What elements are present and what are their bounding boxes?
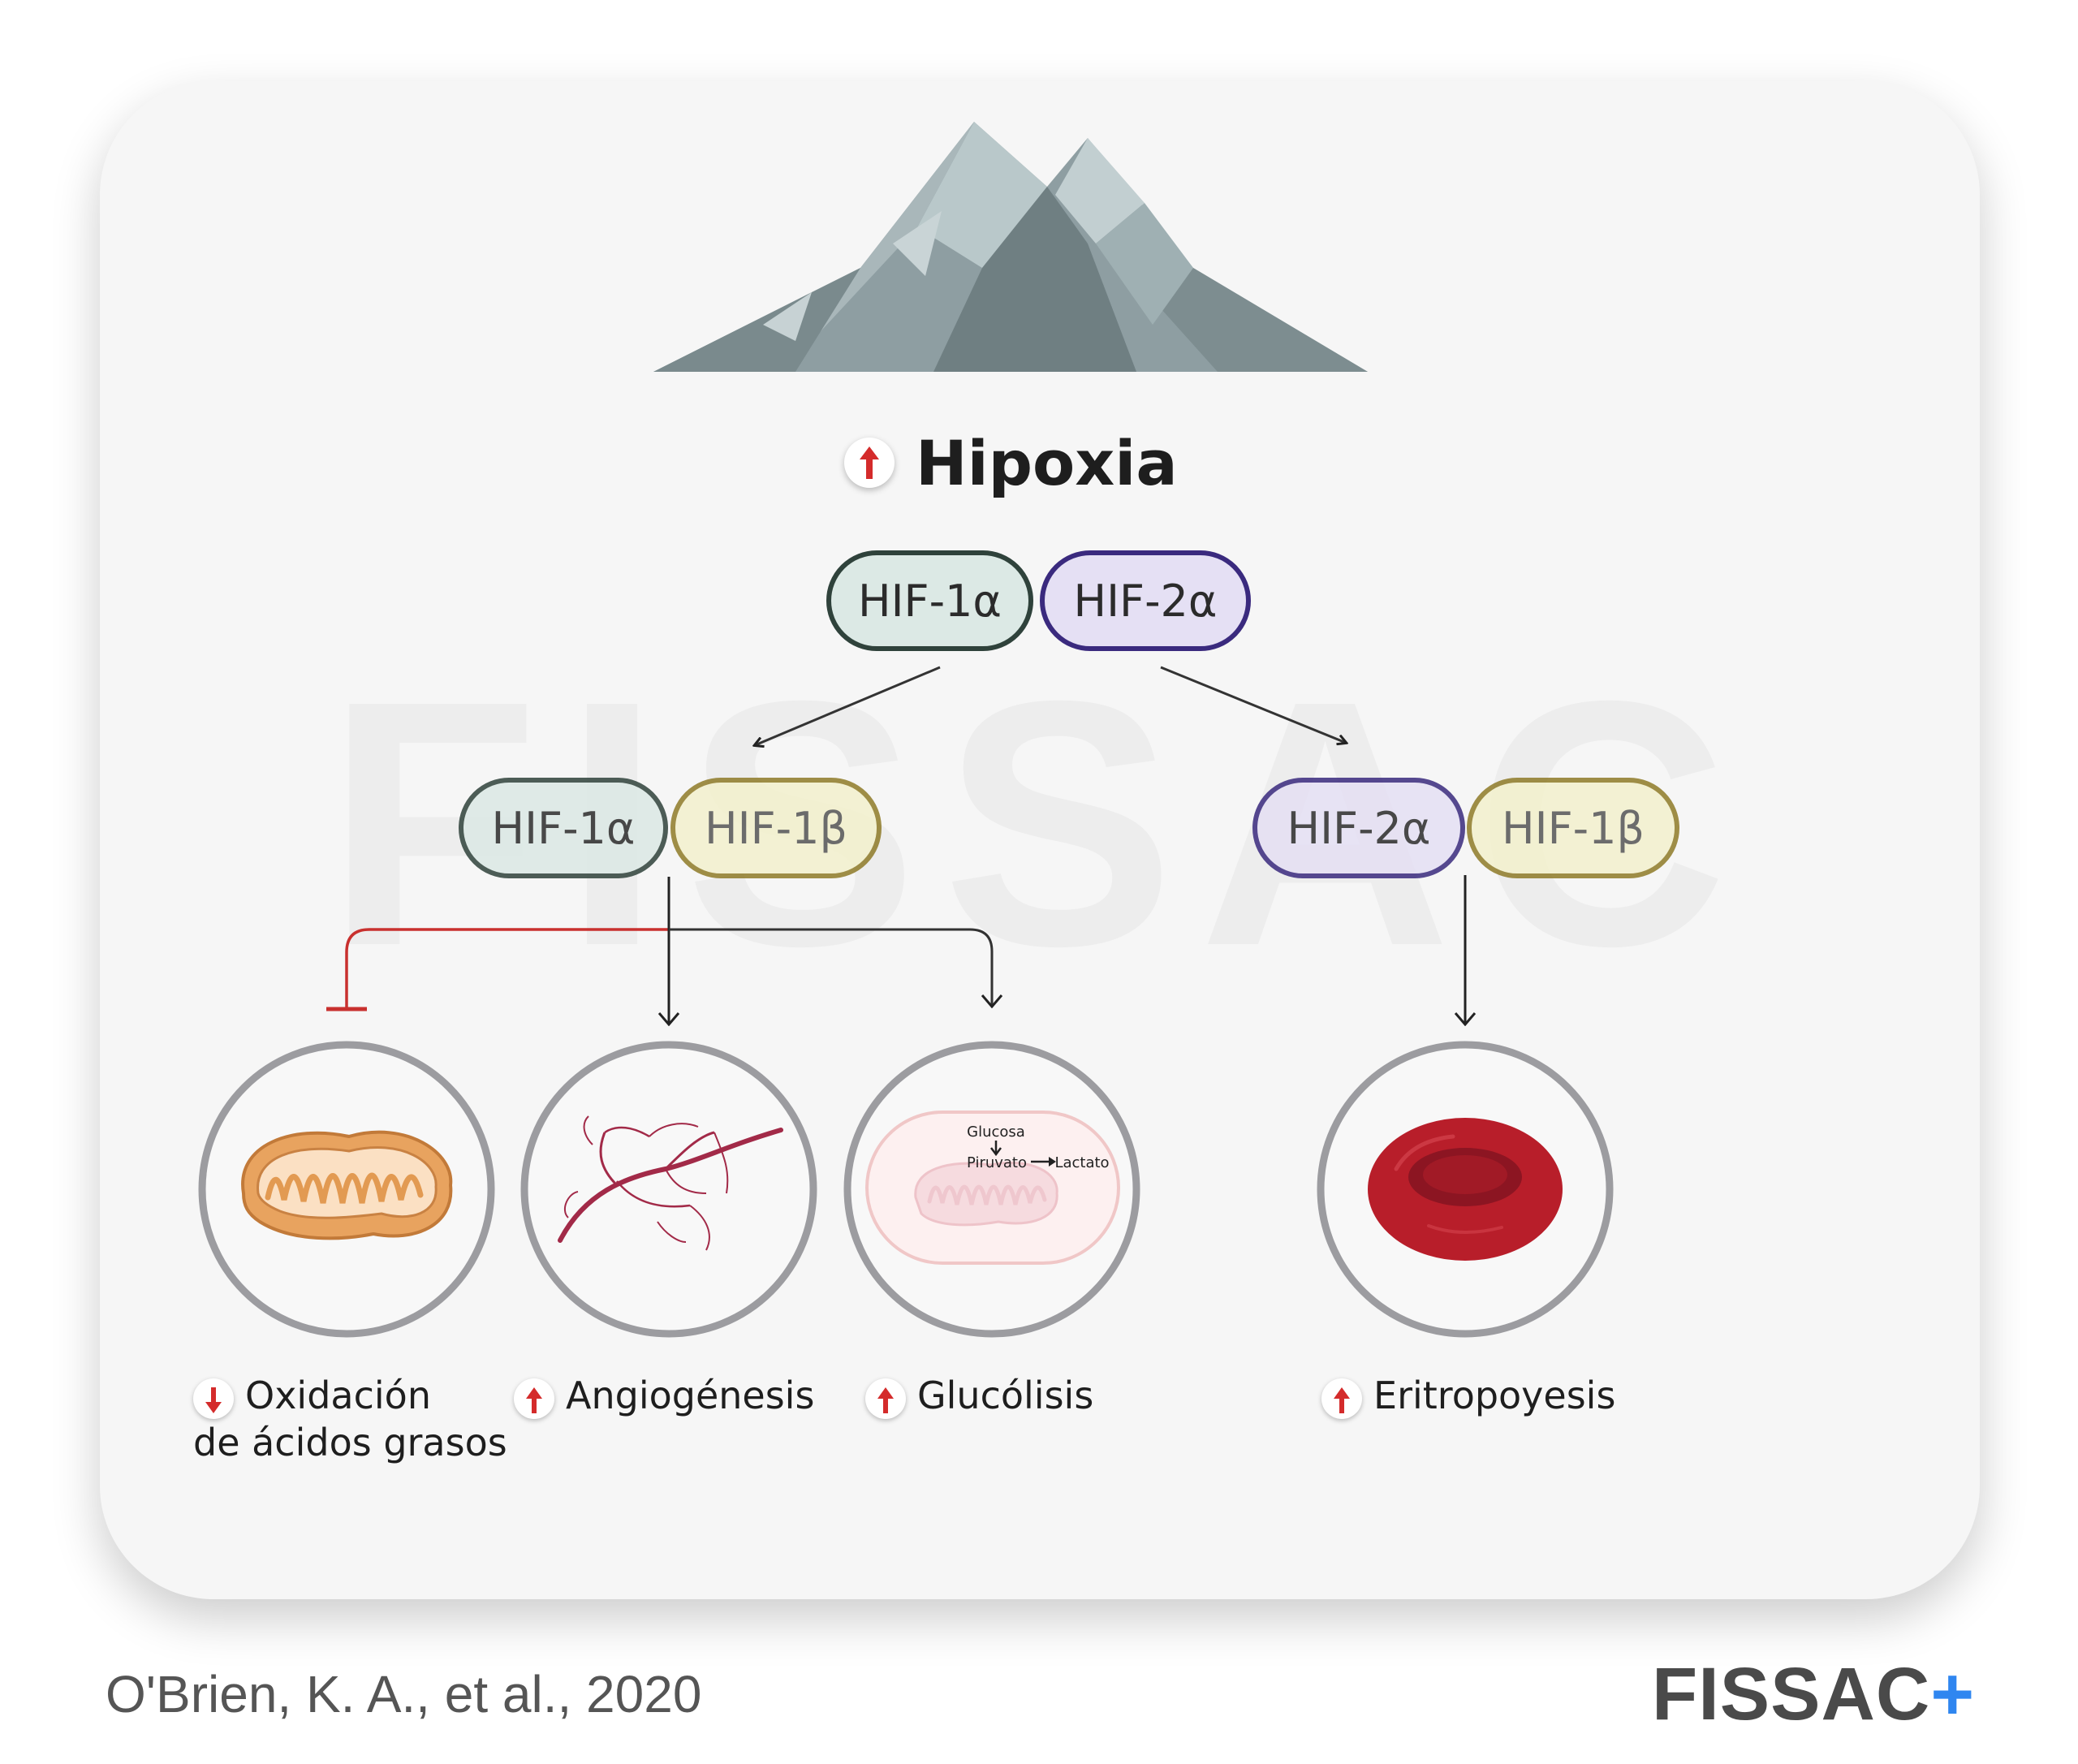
top-hif1a-pill: HIF-1α	[826, 550, 1033, 651]
increase-arrow-icon	[1321, 1378, 1362, 1419]
glycolysis-text: Glucólisis	[917, 1374, 1094, 1417]
pyruvate-label: Piruvato	[967, 1154, 1027, 1171]
lactate-label: Lactato	[1054, 1154, 1109, 1171]
oxidation-line1: Oxidación	[245, 1374, 431, 1417]
title-row: Hipoxia	[844, 422, 1178, 503]
outcome-glycolysis-label: Glucólisis	[865, 1372, 1093, 1419]
increase-arrow-icon	[514, 1378, 554, 1419]
logo-plus-icon: +	[1930, 1653, 1976, 1736]
mitochondria-icon	[198, 1041, 495, 1338]
blood-vessels-icon	[520, 1041, 817, 1338]
left-hif1b-pill: HIF-1β	[670, 778, 882, 878]
split-arrow-right	[1160, 666, 1346, 743]
outcome-erythropoiesis-label: Eritropoyesis	[1321, 1372, 1615, 1419]
citation: O'Brien, K. A., et al., 2020	[106, 1665, 702, 1723]
logo-text: FISSAC	[1652, 1653, 1931, 1736]
erythropoiesis-text: Eritropoyesis	[1373, 1374, 1616, 1417]
right-hif1b-pill: HIF-1β	[1467, 778, 1679, 878]
increase-arrow-icon	[844, 438, 895, 488]
arrow-glycolysis	[669, 928, 992, 1007]
page-title: Hipoxia	[916, 426, 1178, 499]
left-hif1a-pill: HIF-1α	[459, 778, 668, 878]
decrease-arrow-icon	[193, 1378, 234, 1419]
fissac-logo: FISSAC+	[1652, 1652, 1975, 1737]
outcome-angiogenesis-label: Angiogénesis	[514, 1372, 814, 1419]
split-arrow-left	[755, 666, 941, 745]
angiogenesis-text: Angiogénesis	[566, 1374, 815, 1417]
outcome-oxidation-label: Oxidación de ácidos grasos	[193, 1372, 507, 1466]
glucose-label: Glucosa	[967, 1124, 1025, 1141]
oxidation-line2: de ácidos grasos	[193, 1421, 507, 1464]
cell-glycolysis-icon: Glucosa Piruvato Lactato	[843, 1041, 1140, 1338]
right-hif2a-pill: HIF-2α	[1252, 778, 1465, 878]
increase-arrow-icon	[865, 1378, 906, 1419]
top-hif2a-pill: HIF-2α	[1040, 550, 1251, 651]
red-blood-cell-icon	[1317, 1041, 1614, 1338]
inhibit-line-oxidation	[326, 928, 669, 1011]
